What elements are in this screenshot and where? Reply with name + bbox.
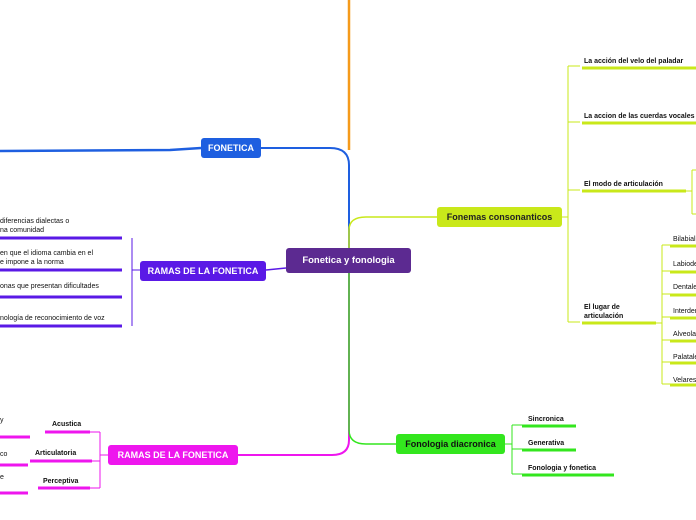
link-fonetica [260, 147, 350, 250]
fonemas-consonanticos-node[interactable]: Fonemas consonanticos [437, 207, 562, 227]
diacronica-bracket [505, 424, 522, 475]
acustica-label[interactable]: Acustica [52, 421, 82, 428]
fonetica-node[interactable]: FONETICA [201, 138, 261, 158]
lugar-bracket [656, 244, 670, 385]
link-diacronica [348, 272, 396, 445]
link-fonetica-left [0, 146, 202, 153]
velo-paladar-label[interactable]: La acción del velo del paladar [584, 58, 684, 65]
link-ramas-top [265, 267, 287, 271]
lugar-underlines [670, 244, 696, 387]
fonologia-diacronica-node[interactable]: Fonologia diacronica [396, 434, 505, 454]
lugar-item-velares[interactable]: Velares [673, 377, 696, 384]
lugar-item-interdentales[interactable]: Interdentales [673, 308, 696, 315]
central-node[interactable]: Fonetica y fonologia [286, 248, 411, 273]
perceptiva-text: e [0, 474, 4, 481]
lugar-item-bilabiales[interactable]: Bilabiales [673, 236, 696, 243]
link-consonanticos [348, 216, 437, 250]
articulatoria-text: co [0, 451, 8, 458]
modo-articulacion-label[interactable]: El modo de articulación [584, 181, 663, 188]
modo-bracket [686, 169, 696, 215]
perceptiva-label[interactable]: Perceptiva [43, 478, 79, 485]
link-ramas-bottom [238, 272, 350, 456]
ramas-top-item-3: onas que presentan dificultades [0, 283, 99, 290]
ramas-top-underlines [0, 236, 122, 328]
sincronica-label[interactable]: Sincronica [528, 416, 564, 423]
fonologia-fonetica-label[interactable]: Fonologia y fonetica [528, 465, 597, 472]
ramas-fonetica-top-node[interactable]: RAMAS DE LA FONETICA [140, 261, 266, 281]
diacronica-underlines [522, 424, 614, 477]
ramas-fonetica-bottom-node[interactable]: RAMAS DE LA FONETICA [108, 445, 238, 465]
ramas-bottom-bracket [99, 432, 108, 488]
lugar-item-labiodentales[interactable]: Labiodentales [673, 261, 696, 268]
lugar-item-dentales[interactable]: Dentales [673, 284, 696, 291]
lugar-item-palatales[interactable]: Palatales [673, 354, 696, 361]
consonanticos-underlines [582, 66, 696, 325]
consonanticos-bracket [562, 65, 580, 323]
ramas-bottom-underlines [0, 430, 92, 495]
articulatoria-label[interactable]: Articulatoria [35, 450, 77, 457]
lugar-item-alveolares[interactable]: Alveolares [673, 331, 696, 338]
cuerdas-vocales-label[interactable]: La accion de las cuerdas vocales [584, 113, 695, 120]
acustica-text: y [0, 417, 4, 424]
ramas-top-item-4: nología de reconocimiento de voz [0, 315, 105, 322]
generativa-label[interactable]: Generativa [528, 440, 565, 447]
